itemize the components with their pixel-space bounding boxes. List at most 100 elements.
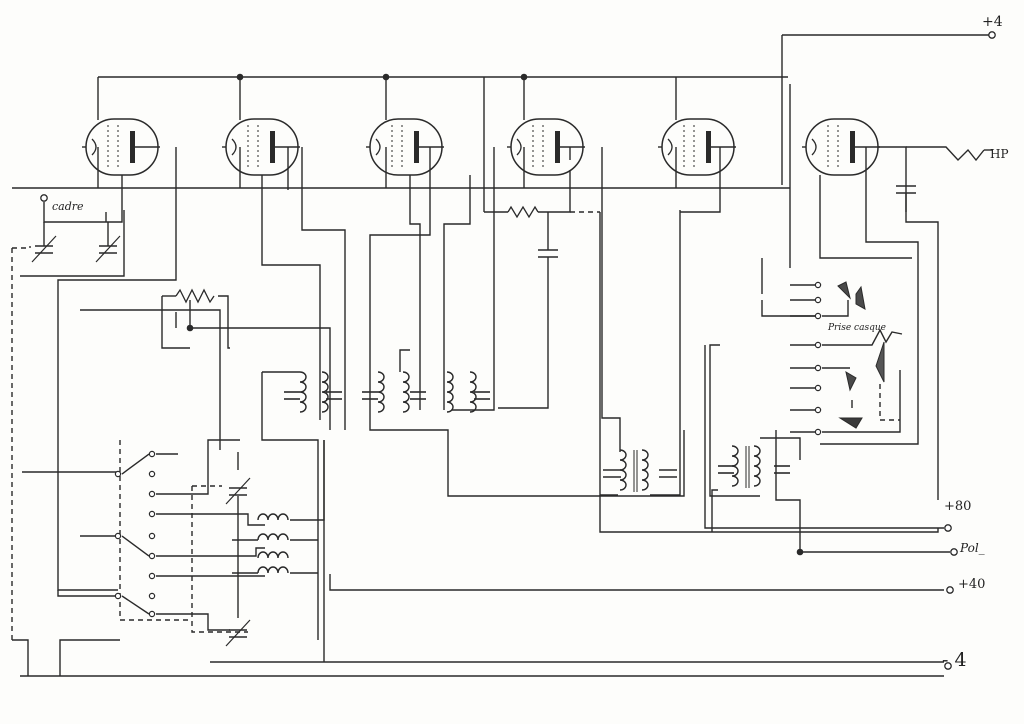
label-plus4: +4 <box>982 14 1003 30</box>
tube <box>661 118 735 176</box>
tube-filament <box>375 138 381 156</box>
contact <box>114 592 122 600</box>
tube-envelope <box>510 118 584 176</box>
label-hp: HP <box>990 147 1009 161</box>
wire <box>399 349 410 372</box>
tube-envelope <box>225 118 299 176</box>
wire <box>878 146 939 500</box>
variable-arrow <box>31 235 57 263</box>
tube-filament <box>91 138 97 156</box>
tube-envelope <box>805 118 879 176</box>
wire <box>599 495 939 533</box>
contact <box>148 490 156 498</box>
tube-anode <box>130 131 135 163</box>
tube-anode <box>414 131 419 163</box>
wire <box>409 175 421 410</box>
spring-contact <box>837 281 851 300</box>
contact <box>148 592 156 600</box>
junction-dot <box>186 324 194 332</box>
contact <box>114 470 122 478</box>
tube-filament <box>667 138 673 156</box>
wire <box>443 175 471 410</box>
wire <box>156 513 265 526</box>
terminal <box>946 586 954 594</box>
tube-anode <box>555 131 560 163</box>
wire <box>498 257 549 409</box>
capacitor-group <box>31 185 916 647</box>
tube <box>85 118 159 176</box>
contact <box>114 532 122 540</box>
wire <box>261 372 319 640</box>
contact <box>814 384 822 392</box>
contact <box>814 341 822 349</box>
wire <box>121 595 150 615</box>
contact <box>148 470 156 478</box>
wire <box>775 430 801 552</box>
tube-group <box>85 118 879 176</box>
tube-filament <box>516 138 522 156</box>
tube-envelope <box>661 118 735 176</box>
wire <box>538 170 571 213</box>
spring-contact <box>855 285 866 310</box>
spring-contact <box>845 370 857 392</box>
terminal <box>944 662 952 670</box>
coil <box>377 371 385 413</box>
wire <box>906 146 985 162</box>
wire <box>822 300 849 317</box>
wire <box>12 639 29 676</box>
contact <box>148 532 156 540</box>
wire <box>57 590 118 597</box>
coil <box>299 371 307 413</box>
wire <box>261 175 321 420</box>
contact <box>814 281 822 289</box>
label-cadre: cadre <box>52 200 84 213</box>
spring-contact <box>838 417 863 429</box>
terminal <box>40 194 48 202</box>
wire <box>80 309 221 450</box>
tube-filament <box>231 138 237 156</box>
wire <box>709 344 760 497</box>
wire <box>760 437 801 460</box>
transformer-secondary <box>641 449 649 491</box>
tube <box>225 118 299 176</box>
transformer-secondary <box>753 445 761 487</box>
wire <box>12 246 31 249</box>
terminal <box>950 548 958 556</box>
wire <box>301 147 346 430</box>
contact <box>148 510 156 518</box>
wire <box>711 489 718 532</box>
tube <box>369 118 443 176</box>
variable-arrow <box>225 619 251 647</box>
wire <box>329 574 944 591</box>
wire <box>191 486 248 633</box>
wire <box>290 440 325 521</box>
wire <box>822 370 901 433</box>
coil <box>402 371 410 413</box>
wire <box>121 535 150 557</box>
variable-arrow <box>225 477 251 505</box>
wire <box>761 300 815 317</box>
junction-dot <box>382 73 390 81</box>
junction-dot <box>236 73 244 81</box>
terminal <box>944 524 952 532</box>
label-prise-casque: Prise casque <box>827 323 886 333</box>
contact <box>814 406 822 414</box>
junction-dot <box>796 548 804 556</box>
wire <box>369 147 685 497</box>
wire <box>820 147 919 445</box>
tube <box>805 118 879 176</box>
label-pol: Pol_ <box>959 541 985 555</box>
wire <box>156 613 230 631</box>
tube-envelope <box>85 118 159 176</box>
tube-filament <box>811 138 817 156</box>
contact <box>814 364 822 372</box>
wire <box>121 453 150 475</box>
tube-envelope <box>369 118 443 176</box>
wire <box>20 210 125 277</box>
label-minus4: - 4 <box>942 649 967 671</box>
wire <box>704 345 944 529</box>
wire <box>650 210 681 496</box>
tube-anode <box>270 131 275 163</box>
